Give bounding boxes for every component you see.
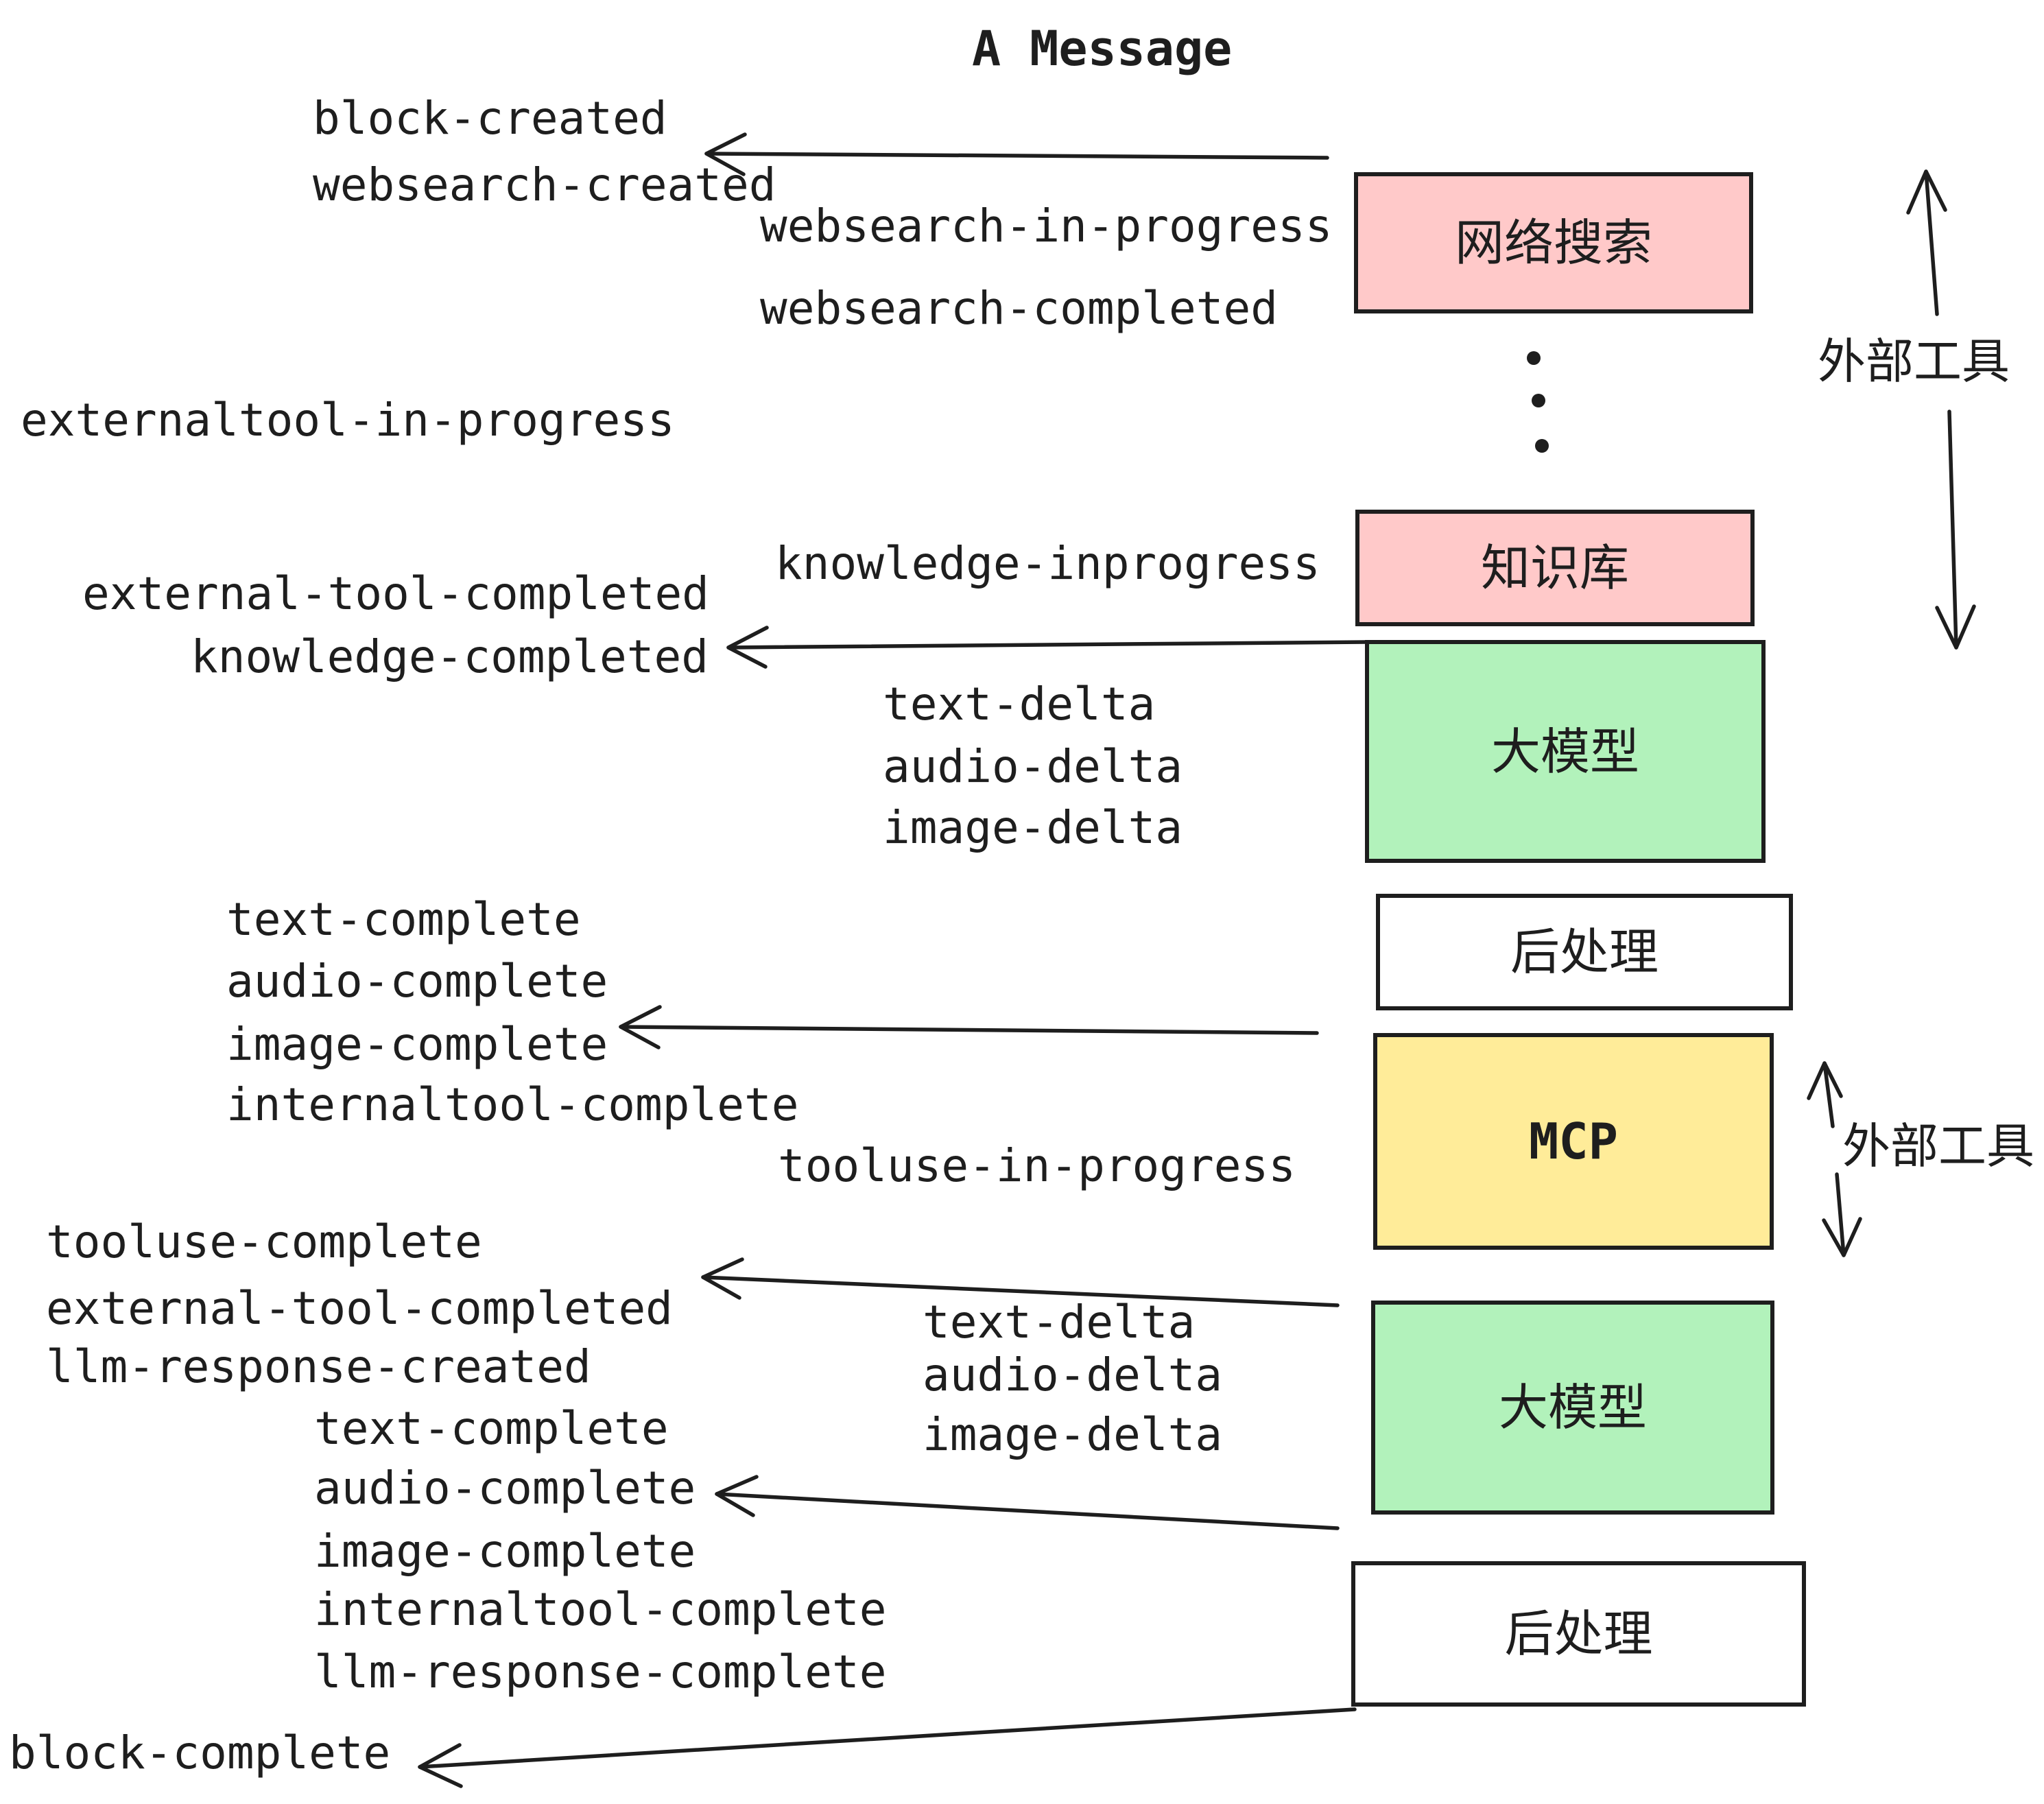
arrow-knowledge-completed — [726, 626, 1368, 669]
box-llm-2-label: 大模型 — [1498, 1379, 1647, 1436]
box-llm-1-label: 大模型 — [1490, 722, 1639, 781]
external-tools-up-arrow-bottom — [1807, 1061, 1843, 1128]
box-llm-1: 大模型 — [1365, 640, 1766, 863]
event-label-tooluse-in-progress: tooluse-in-progress — [778, 1139, 1296, 1192]
arrow-block-created — [704, 132, 1329, 176]
event-label-audio-complete-2: audio-complete — [314, 1462, 696, 1515]
event-label-llm-response-created: llm-response-created — [46, 1340, 591, 1393]
ellipsis-dots-icon — [1527, 351, 1549, 453]
box-knowledge-base-label: 知识库 — [1480, 539, 1629, 597]
external-tools-label-bottom: 外部工具 — [1842, 1118, 2034, 1174]
event-label-text-complete-1: text-complete — [226, 893, 581, 946]
event-label-text-delta-1: text-delta — [883, 678, 1156, 731]
box-llm-2: 大模型 — [1371, 1301, 1774, 1515]
box-postprocess-2-label: 后处理 — [1504, 1605, 1653, 1663]
external-tools-down-arrow-bottom — [1822, 1172, 1862, 1257]
event-label-audio-complete-1: audio-complete — [226, 955, 608, 1008]
event-label-knowledge-completed: knowledge-completed — [191, 630, 709, 683]
event-label-websearch-in-progress: websearch-in-progress — [760, 200, 1333, 252]
box-postprocess-1: 后处理 — [1376, 894, 1793, 1010]
diagram-title: A Message — [972, 21, 1233, 77]
event-label-tooluse-complete: tooluse-complete — [46, 1215, 482, 1268]
event-label-image-delta-1: image-delta — [883, 801, 1183, 854]
event-label-llm-response-complete: llm-response-complete — [314, 1646, 887, 1698]
event-label-websearch-created: websearch-created — [313, 158, 776, 211]
event-label-text-delta-2: text-delta — [923, 1296, 1196, 1349]
event-label-internaltool-complete-2: internaltool-complete — [314, 1583, 887, 1636]
external-tools-label-top: 外部工具 — [1818, 333, 2010, 390]
event-label-websearch-completed: websearch-completed — [760, 282, 1278, 335]
box-websearch-label: 网络搜索 — [1454, 214, 1652, 272]
event-label-internaltool-complete-1: internaltool-complete — [226, 1078, 799, 1131]
event-label-knowledge-inprogress: knowledge-inprogress — [775, 537, 1320, 590]
box-postprocess-1-label: 后处理 — [1510, 923, 1659, 981]
box-mcp: MCP — [1373, 1033, 1774, 1250]
arrow-audio-complete — [715, 1475, 1340, 1530]
arrow-block-complete — [418, 1707, 1357, 1788]
box-websearch: 网络搜索 — [1354, 172, 1753, 313]
event-label-external-tool-completed: external-tool-completed — [82, 567, 709, 620]
event-label-image-complete-1: image-complete — [226, 1018, 608, 1071]
external-tools-up-arrow-top — [1906, 169, 1947, 316]
external-tools-down-arrow-top — [1935, 410, 1976, 650]
event-label-externaltool-in-progress: externaltool-in-progress — [21, 394, 675, 447]
box-postprocess-2: 后处理 — [1351, 1561, 1806, 1707]
event-label-external-tool-completed-2: external-tool-completed — [46, 1282, 673, 1335]
event-label-image-complete-2: image-complete — [314, 1525, 696, 1578]
arrow-image-complete — [619, 1005, 1319, 1049]
event-label-image-delta-2: image-delta — [923, 1408, 1223, 1461]
box-knowledge-base: 知识库 — [1355, 510, 1755, 626]
event-label-block-complete: block-complete — [9, 1726, 391, 1779]
event-label-audio-delta-1: audio-delta — [883, 740, 1183, 793]
box-mcp-label: MCP — [1528, 1113, 1619, 1170]
event-label-text-complete-2: text-complete — [314, 1402, 669, 1455]
arrow-tooluse-complete — [701, 1257, 1340, 1307]
event-label-audio-delta-2: audio-delta — [923, 1349, 1223, 1401]
event-label-block-created: block-created — [313, 92, 667, 145]
